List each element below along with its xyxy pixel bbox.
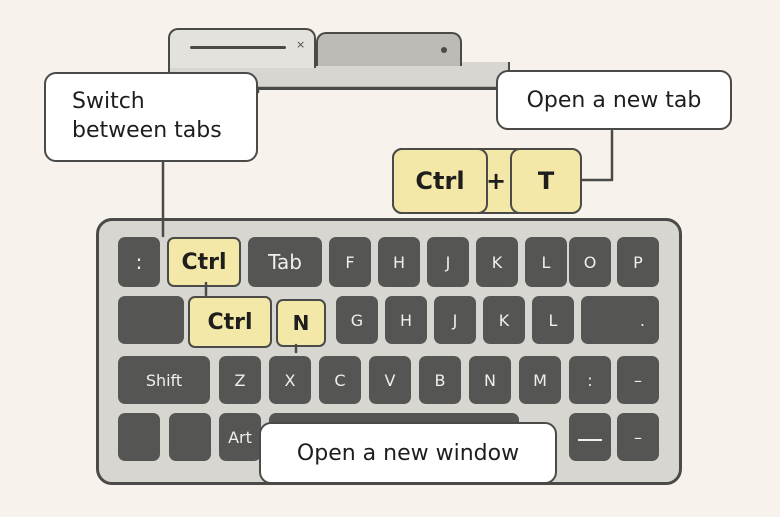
callout-switch-tabs-line2: between tabs	[72, 118, 222, 143]
tab-close-icon[interactable]	[441, 47, 447, 53]
callout-new-tab: Open a new tab	[496, 70, 732, 130]
key-j[interactable]: J	[427, 237, 469, 287]
callout-new-tab-label: Open a new tab	[526, 87, 702, 113]
key-n[interactable]: N	[469, 356, 511, 404]
tab-title-line	[190, 46, 286, 49]
key-p[interactable]: P	[617, 237, 659, 287]
key-art[interactable]: Art	[219, 413, 261, 461]
key-b[interactable]: B	[419, 356, 461, 404]
key-h[interactable]: H	[378, 237, 420, 287]
key-l[interactable]: L	[525, 237, 567, 287]
key-blank-2[interactable]	[169, 413, 211, 461]
key-dash-2[interactable]: –	[617, 413, 659, 461]
key-colon[interactable]: :	[118, 237, 160, 287]
key-colon-2[interactable]: :	[569, 356, 611, 404]
key-ctrl-highlighted-2[interactable]: Ctrl	[188, 296, 272, 348]
key-f[interactable]: F	[329, 237, 371, 287]
key-underscore[interactable]	[569, 413, 611, 461]
combo-plus: +	[486, 167, 507, 195]
callout-switch-tabs-line1: Switch	[72, 89, 145, 115]
tab-close-icon[interactable]: ×	[296, 38, 306, 51]
key-blank-left[interactable]	[118, 296, 184, 344]
key-n-highlighted[interactable]: N	[276, 299, 326, 347]
combo-ctrl-t: Ctrl + T	[392, 148, 582, 214]
key-g[interactable]: G	[336, 296, 378, 344]
callout-switch-tabs: Switch between tabs	[44, 72, 258, 162]
browser-tab-inactive[interactable]	[316, 32, 462, 66]
combo-key-t[interactable]: T	[510, 148, 582, 214]
key-x[interactable]: X	[269, 356, 311, 404]
key-z[interactable]: Z	[219, 356, 261, 404]
key-c[interactable]: C	[319, 356, 361, 404]
connector-new-tab	[576, 129, 614, 182]
callout-new-window: Open a new window	[259, 422, 557, 484]
key-ctrl-highlighted[interactable]: Ctrl	[167, 237, 241, 287]
key-underscore-bar	[578, 439, 602, 441]
connector-window-top	[256, 86, 507, 94]
key-k[interactable]: K	[476, 237, 518, 287]
callout-new-window-label: Open a new window	[296, 440, 520, 466]
key-l-2[interactable]: L	[532, 296, 574, 344]
key-tab[interactable]: Tab	[248, 237, 322, 287]
key-h-2[interactable]: H	[385, 296, 427, 344]
key-period[interactable]: .	[581, 296, 659, 344]
key-shift[interactable]: Shift	[118, 356, 210, 404]
key-v[interactable]: V	[369, 356, 411, 404]
key-dash[interactable]: –	[617, 356, 659, 404]
key-blank-1[interactable]	[118, 413, 160, 461]
browser-tab-active[interactable]: ×	[168, 28, 316, 68]
key-o[interactable]: O	[569, 237, 611, 287]
combo-key-ctrl[interactable]: Ctrl	[392, 148, 488, 214]
key-k-2[interactable]: K	[483, 296, 525, 344]
key-m[interactable]: M	[519, 356, 561, 404]
key-j-2[interactable]: J	[434, 296, 476, 344]
